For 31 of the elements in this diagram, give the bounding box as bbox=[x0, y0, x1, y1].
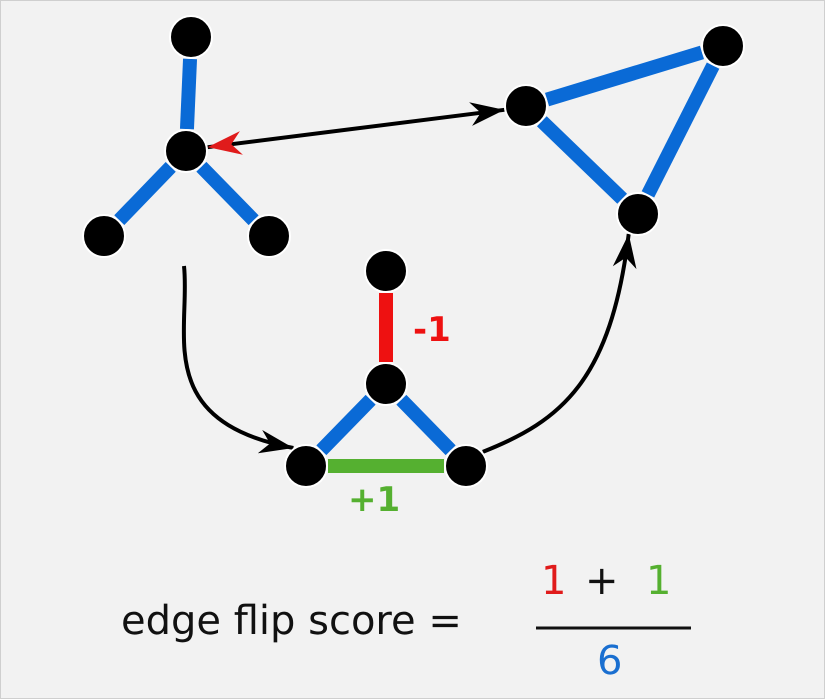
vertex-dot bbox=[701, 24, 745, 68]
numerator-digit: 1 bbox=[646, 561, 672, 601]
graph-edge-line bbox=[642, 62, 720, 198]
graph-edge-line bbox=[196, 162, 259, 226]
graph-edge-line bbox=[396, 394, 456, 456]
equation-text: edge flip score = bbox=[121, 601, 462, 641]
vertex-dot bbox=[164, 129, 208, 173]
denominator-digit: 6 bbox=[597, 641, 622, 681]
arrow bbox=[207, 102, 505, 155]
vertex-dot bbox=[616, 192, 660, 236]
graph-edge-line bbox=[328, 459, 444, 473]
vertex-dot bbox=[82, 214, 126, 258]
edge-label: +1 bbox=[348, 483, 400, 517]
vertex-dot bbox=[169, 15, 213, 59]
vertex-dot bbox=[504, 84, 548, 128]
vertex-dot bbox=[364, 362, 408, 406]
vertex-dot bbox=[444, 444, 488, 488]
vertex-dot bbox=[247, 214, 291, 258]
numerator-digit: 1 bbox=[541, 561, 566, 601]
edge-label: -1 bbox=[413, 313, 451, 347]
vertex-dot bbox=[364, 249, 408, 293]
graph-edge-line bbox=[114, 162, 176, 226]
graph-edge-line bbox=[180, 58, 198, 130]
graph-edge-line bbox=[545, 46, 704, 106]
graph-edge-line bbox=[316, 394, 376, 456]
plus-sign: + bbox=[585, 561, 619, 601]
vertex-dot bbox=[284, 444, 328, 488]
arrow bbox=[482, 234, 636, 454]
graph-edge-line bbox=[536, 116, 628, 204]
graph-edge-line bbox=[379, 293, 393, 362]
arrow bbox=[182, 266, 294, 452]
